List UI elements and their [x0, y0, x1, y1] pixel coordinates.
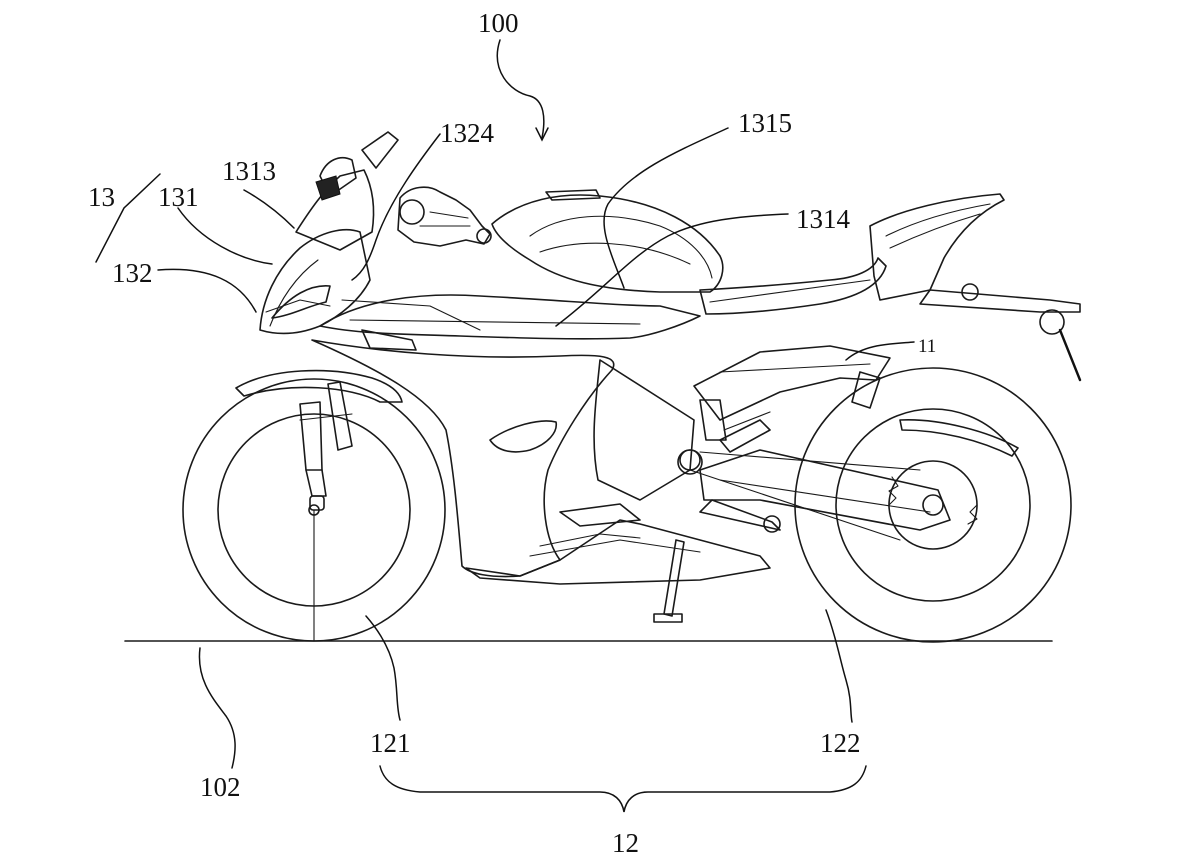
windscreen [295, 131, 399, 251]
motor-unit [593, 359, 703, 501]
label-12: 12 [612, 828, 639, 858]
drive-chain [689, 451, 921, 541]
label-102: 102 [200, 772, 241, 802]
rear-hugger [899, 419, 1019, 457]
handlebar-assembly [397, 186, 492, 247]
mirror [315, 156, 357, 201]
fuel-tank-cover [491, 189, 724, 293]
label-132: 132 [112, 258, 153, 288]
rear-shock [719, 411, 771, 453]
label-1314: 1314 [796, 204, 851, 234]
label-13: 13 [88, 182, 115, 212]
main-fairing [259, 228, 771, 585]
label-11: 11 [918, 336, 936, 357]
label-1313: 1313 [222, 156, 276, 186]
footpeg [559, 503, 641, 527]
front-fork [299, 381, 353, 511]
swingarm [679, 449, 951, 533]
label-100: 100 [478, 8, 519, 38]
label-131: 131 [158, 182, 199, 212]
rear-wheel [794, 367, 1072, 643]
label-121: 121 [370, 728, 411, 758]
seat [699, 257, 887, 315]
front-fender [235, 369, 403, 403]
label-1324: 1324 [440, 118, 495, 148]
frame [693, 345, 891, 441]
label-1315: 1315 [738, 108, 792, 138]
tail-section [869, 193, 1082, 382]
kickstand [653, 539, 685, 623]
leader-lines [95, 39, 915, 813]
label-122: 122 [820, 728, 861, 758]
